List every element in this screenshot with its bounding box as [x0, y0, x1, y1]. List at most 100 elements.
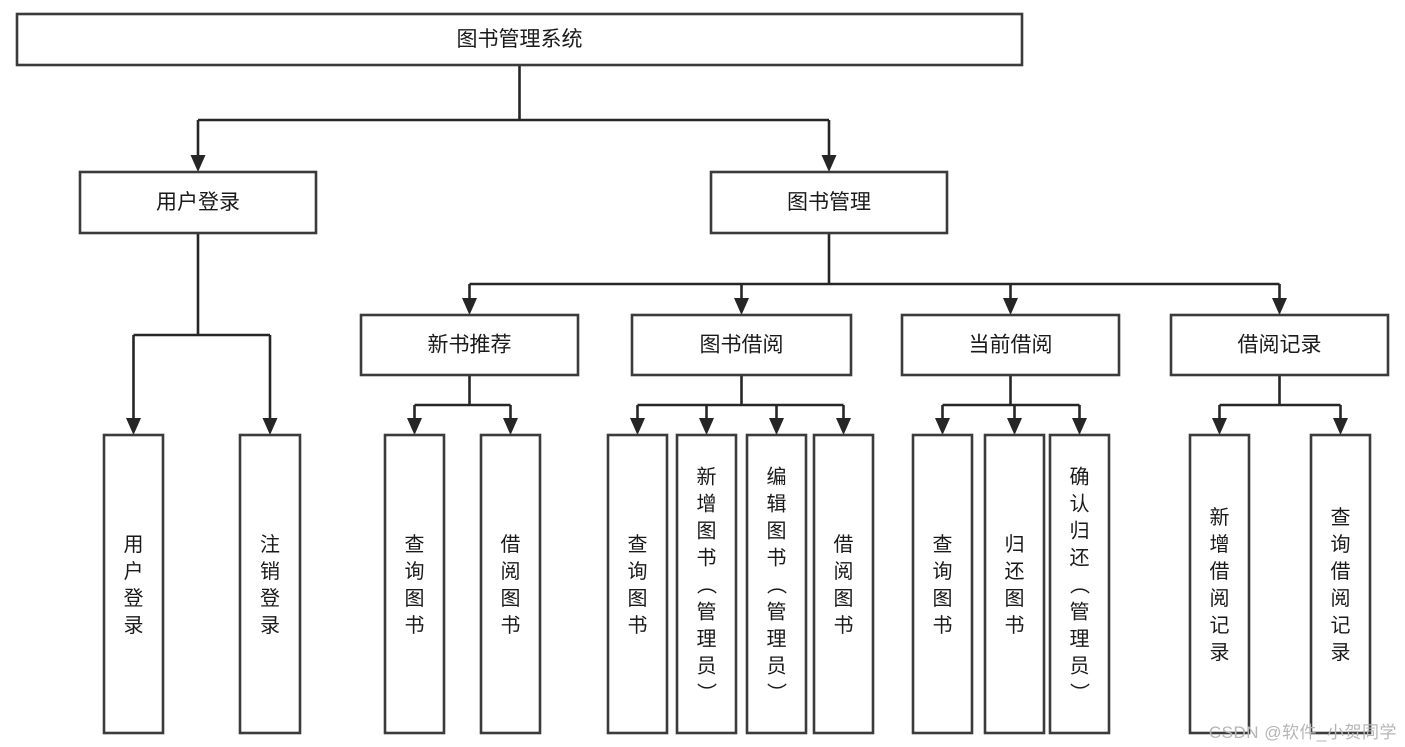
node-label-book-manage: 图书管理 — [787, 191, 871, 214]
node-box-root — [15, 12, 1024, 67]
node-label-char: 图 — [1005, 588, 1025, 610]
node-user-login[interactable]: 用户登录 — [78, 170, 318, 235]
node-label-char: 阅 — [834, 560, 854, 583]
node-label-char: 询 — [933, 560, 953, 583]
arrow-head-icon — [630, 418, 645, 435]
arrow-head-icon — [821, 155, 837, 172]
node-box-query-book-2 — [606, 433, 669, 735]
node-label-char: 借 — [501, 533, 521, 556]
node-root[interactable]: 图书管理系统 — [15, 12, 1024, 67]
node-box-borrow-record — [1169, 313, 1390, 377]
arrow-head-icon — [1003, 298, 1018, 315]
node-box-query-book-3 — [911, 433, 974, 735]
node-box-borrow-book-1 — [479, 433, 542, 735]
node-book-manage[interactable]: 图书管理 — [709, 170, 949, 235]
node-layer: 图书管理系统用户登录用户登录注销登录图书管理新书推荐查询图书借阅图书图书借阅查询… — [15, 12, 1390, 735]
node-label-char: 借 — [1331, 560, 1351, 583]
node-label-char: 书 — [405, 614, 425, 637]
node-new-book-rec[interactable]: 新书推荐 — [359, 313, 580, 377]
node-label-char: 员 — [697, 656, 717, 678]
node-label-char: 询 — [405, 560, 425, 583]
arrow-head-icon — [1212, 418, 1227, 435]
node-label-char: 还 — [1070, 547, 1090, 570]
arrow-head-icon — [699, 418, 714, 435]
arrow-head-icon — [734, 298, 749, 315]
node-label-char: 新 — [1210, 506, 1230, 529]
node-label-char: 查 — [933, 533, 953, 556]
arrow-head-icon — [836, 418, 851, 435]
node-label-char: 图 — [933, 588, 953, 610]
node-label-char: 登 — [260, 587, 280, 610]
arrow-head-icon — [462, 298, 477, 315]
node-label-char: 认 — [1070, 493, 1090, 516]
arrow-head-icon — [190, 155, 206, 172]
node-label-char: 录 — [260, 615, 280, 637]
node-book-borrow[interactable]: 图书借阅 — [630, 313, 853, 377]
node-box-add-borrow-record — [1188, 433, 1251, 735]
node-label-char: 增 — [697, 493, 717, 516]
node-label-char: 录 — [124, 615, 144, 637]
arrow-head-icon — [1272, 298, 1287, 315]
node-label-char: 阅 — [1210, 587, 1230, 610]
node-label-char: 注 — [260, 533, 280, 556]
node-label-char: 管 — [767, 601, 787, 624]
node-label-char: 理 — [767, 629, 787, 651]
node-label-char: ） — [765, 683, 788, 703]
node-label-char: 查 — [1331, 506, 1351, 529]
node-box-query-book-1 — [383, 433, 446, 735]
node-borrow-record[interactable]: 借阅记录 — [1169, 313, 1390, 377]
node-user-login-do[interactable]: 用户登录 — [102, 433, 165, 735]
node-label-new-book-rec: 新书推荐 — [428, 334, 512, 357]
node-label-char: 归 — [1005, 533, 1025, 556]
node-label-char: 员 — [767, 656, 787, 678]
node-label-char: 户 — [124, 560, 144, 583]
node-label-char: 管 — [697, 601, 717, 624]
node-label-char: 书 — [697, 547, 717, 570]
arrow-head-icon — [935, 418, 950, 435]
node-label-char: 登 — [124, 587, 144, 610]
arrow-head-icon — [1333, 418, 1348, 435]
node-label-char: 图 — [834, 588, 854, 610]
node-label-char: 录 — [1331, 642, 1351, 664]
node-label-char: 借 — [1210, 560, 1230, 583]
node-label-char: 销 — [260, 560, 280, 583]
node-label-char: 图 — [767, 521, 787, 543]
node-box-book-borrow — [630, 313, 853, 377]
node-label-char: ） — [1068, 683, 1091, 703]
node-label-char: 新 — [697, 466, 717, 489]
node-box-user-login-do — [102, 433, 165, 735]
node-label-char: 询 — [1331, 533, 1351, 556]
node-label-char: 图 — [697, 521, 717, 543]
node-label-root: 图书管理系统 — [457, 28, 583, 51]
arrow-head-icon — [503, 418, 518, 435]
node-label-char: 阅 — [1331, 587, 1351, 610]
node-label-char: 用 — [124, 534, 144, 556]
arrow-head-icon — [262, 418, 278, 435]
node-label-char: 书 — [834, 614, 854, 637]
node-label-char: 员 — [1070, 656, 1090, 678]
node-current-borrow[interactable]: 当前借阅 — [900, 313, 1121, 377]
node-label-char: 编 — [767, 466, 787, 489]
node-label-char: 查 — [628, 533, 648, 556]
node-box-query-borrow-record — [1309, 433, 1372, 735]
node-label-borrow-record: 借阅记录 — [1238, 334, 1322, 357]
node-label-char: （ — [765, 575, 788, 595]
node-label-user-login: 用户登录 — [156, 191, 240, 214]
node-label-char: （ — [1068, 575, 1091, 595]
node-label-book-borrow: 图书借阅 — [700, 334, 784, 357]
node-label-char: 辑 — [767, 493, 787, 516]
